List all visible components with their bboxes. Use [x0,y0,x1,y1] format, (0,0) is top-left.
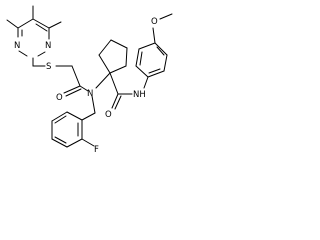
bond-aromatic [54,115,67,124]
bond [135,65,149,78]
atom-label-f: F [94,145,99,155]
atom-label-nh: NH [133,90,146,100]
atom-label-n: N [87,89,93,99]
bond [143,76,149,89]
bond [147,70,165,78]
bond [109,65,127,74]
bond-aromatic [148,68,161,74]
bond [17,18,34,29]
bond [110,39,128,49]
bond [51,138,68,148]
bond [95,72,111,89]
atom-label-o: O [151,17,158,27]
bond [163,54,168,72]
bond [81,112,96,121]
bond [66,138,83,148]
bond-double [65,88,82,97]
bond [81,138,95,147]
atom-label-n: N [14,41,20,51]
atom-label-n: N [45,41,51,51]
bond-double [114,95,122,110]
bond [135,48,140,67]
bond [32,18,50,29]
bond [98,54,111,74]
bond [66,111,83,121]
bond-aromatic [139,51,143,66]
bond-double [63,85,81,94]
bond [51,111,68,122]
bond [109,72,119,95]
bonds [6,5,173,148]
bond [79,85,89,92]
atom-label-o: O [105,110,112,120]
bond [125,47,128,67]
bond [71,65,81,87]
bond-aromatic [156,46,165,56]
atom-label-s: S [46,62,51,72]
bond [98,39,112,56]
bond-methyl [48,21,62,29]
atom-label-o: O [56,93,63,103]
atom-labels: N N S O N O NH O F [14,17,158,155]
bond-double [111,93,119,109]
bond [37,51,46,57]
bond-methyl [6,19,19,29]
bond [152,27,156,44]
bond-methyl [159,13,173,20]
bond [138,42,156,50]
bond-double [35,23,48,32]
bond [18,50,28,57]
bond [91,95,96,114]
molecule-structure: N N S O N O NH O F [6,5,173,155]
bond-aromatic [54,136,67,144]
bond [154,42,168,56]
